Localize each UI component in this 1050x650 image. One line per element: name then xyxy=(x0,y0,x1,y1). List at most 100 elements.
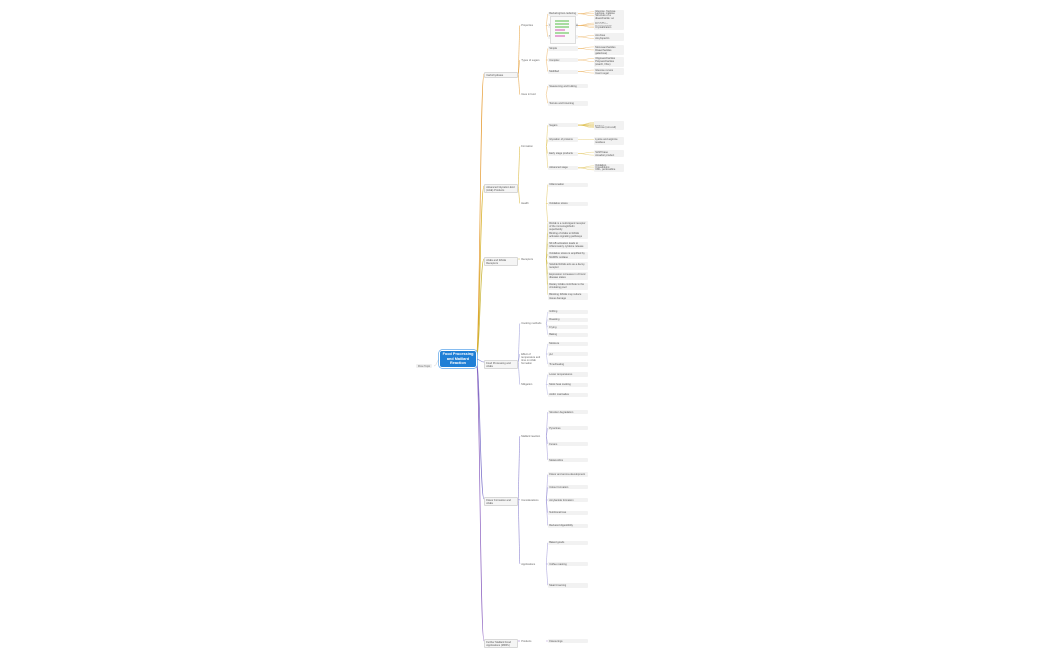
leaf-topic[interactable]: Amylose xyxy=(594,33,624,38)
detail-topic[interactable]: Flavor and aroma development xyxy=(548,472,588,477)
detail-topic[interactable]: Texture and browning xyxy=(548,101,588,106)
subtopic[interactable]: Properties xyxy=(521,23,534,27)
connector-line xyxy=(545,13,549,26)
detail-topic[interactable]: Grilling xyxy=(548,309,588,315)
detail-topic[interactable]: Time/heating xyxy=(548,362,588,367)
connector-line xyxy=(577,11,595,14)
detail-topic[interactable]: Lower temperatures xyxy=(548,372,588,377)
detail-topic[interactable]: Moisture xyxy=(548,341,588,347)
connector-line xyxy=(475,358,485,363)
detail-topic[interactable]: Sugars xyxy=(548,123,578,128)
detail-topic[interactable]: Coffee roasting xyxy=(548,562,588,567)
detail-topic[interactable]: Melanoidins xyxy=(548,458,588,463)
subtopic[interactable]: Cooking methods xyxy=(521,321,542,325)
subtopic[interactable]: Considerations xyxy=(521,498,539,502)
subtopic[interactable]: Maillard reaction xyxy=(521,434,541,438)
subtopic[interactable]: Effect of temperature and time on AGE fo… xyxy=(521,352,541,365)
detail-topic[interactable]: Oxidative stress is amplified by NADPH o… xyxy=(548,251,588,260)
branch-topic[interactable]: Further Maillard Food Applications (MRPs… xyxy=(484,639,518,649)
detail-topic[interactable]: Baked goods xyxy=(548,540,588,545)
connector-line xyxy=(517,185,521,204)
branch-topic[interactable]: Carbohydrates xyxy=(484,72,518,79)
subtopic[interactable]: Formation xyxy=(521,145,533,149)
connector-line xyxy=(577,153,595,156)
connector-line xyxy=(545,258,549,296)
leaf-topic[interactable]: Polysaccharides (starch, fibre) xyxy=(594,59,624,67)
detail-topic[interactable]: Advanced stage xyxy=(548,165,578,171)
embedded-image-thumbnail[interactable] xyxy=(550,16,576,44)
subtopic[interactable]: Mitigation xyxy=(521,383,533,387)
detail-topic[interactable]: Modified xyxy=(548,69,578,74)
connector-line xyxy=(517,435,521,500)
detail-topic[interactable]: Dietary AGEs contribute to the circulati… xyxy=(548,282,588,290)
detail-topic[interactable]: Nutritional loss xyxy=(548,510,588,516)
connector-line xyxy=(545,25,549,38)
leaf-topic[interactable]: Schiff base xyxy=(594,150,624,155)
leaf-topic[interactable]: Crystallization xyxy=(594,25,624,30)
connector-line xyxy=(545,243,549,260)
connector-line xyxy=(545,203,549,223)
connector-line xyxy=(545,353,549,365)
detail-topic[interactable]: Sweetening and bulking xyxy=(548,84,588,89)
connector-line xyxy=(577,58,595,61)
connector-line xyxy=(545,487,549,501)
detail-topic[interactable]: Oxidative stress xyxy=(548,201,588,206)
detail-topic[interactable]: Reducing/non-reducing xyxy=(548,11,578,17)
detail-topic[interactable]: Strecker degradation xyxy=(548,410,588,415)
connector-line xyxy=(577,69,595,72)
floating-topic[interactable]: Flow Topic xyxy=(416,364,433,368)
detail-topic[interactable]: Furans xyxy=(548,442,588,447)
leaf-topic[interactable]: Amadori product xyxy=(594,153,624,158)
connector-line xyxy=(545,384,549,396)
branch-topic[interactable]: AGEs and RAGE Receptors xyxy=(484,257,518,267)
detail-topic[interactable]: Early stage products xyxy=(548,151,578,156)
detail-topic[interactable]: Expression increases in chronic disease … xyxy=(548,272,588,280)
detail-topic[interactable]: Inflammation xyxy=(548,182,588,187)
leaf-topic[interactable]: Oligosaccharides xyxy=(594,56,624,61)
leaf-topic[interactable]: CML, pentosidine xyxy=(594,167,624,173)
detail-topic[interactable]: Pyrazines xyxy=(548,426,588,431)
leaf-topic[interactable]: Amylopectin xyxy=(594,36,624,41)
subtopic[interactable]: Uses in food xyxy=(521,93,536,97)
connector-line xyxy=(475,185,485,360)
detail-topic[interactable]: Meat browning xyxy=(548,583,588,588)
branch-topic[interactable]: Flavor Formation and AGEs xyxy=(484,497,518,507)
branch-topic[interactable]: Advanced Glycation End (AGE) Products xyxy=(484,184,518,194)
detail-topic[interactable]: Acrylamide formation xyxy=(548,498,588,503)
leaf-topic[interactable]: Glucose syrups xyxy=(594,68,624,73)
detail-topic[interactable]: Colour formation xyxy=(548,485,588,490)
detail-topic[interactable]: Complex xyxy=(548,58,578,63)
subtopic[interactable]: Products xyxy=(521,639,532,643)
subtopic[interactable]: Receptors xyxy=(521,257,534,261)
subtopic[interactable]: Types of sugars xyxy=(521,58,540,62)
detail-topic[interactable]: pH xyxy=(548,352,588,357)
detail-topic[interactable]: NF-kB activation leads to inflammatory c… xyxy=(548,241,588,249)
central-topic[interactable]: Food Processing and Maillard Reaction xyxy=(440,351,476,367)
connector-line xyxy=(475,258,485,360)
connector-line xyxy=(545,253,549,260)
leaf-topic[interactable]: Sucrose (non-red) xyxy=(594,125,624,130)
detail-topic[interactable]: Soluble RAGE acts as a decoy receptor xyxy=(548,262,588,270)
detail-topic[interactable]: Flavourings xyxy=(548,639,588,644)
detail-topic[interactable]: Baking xyxy=(548,332,588,338)
detail-topic[interactable]: Moist heat cooking xyxy=(548,382,588,387)
subtopic[interactable]: Health xyxy=(521,202,529,206)
leaf-topic[interactable]: Disaccharides xyxy=(594,47,624,53)
detail-topic[interactable]: Frying xyxy=(548,325,588,330)
leaf-topic[interactable]: Lysine and arginine residues xyxy=(594,137,624,145)
branch-topic[interactable]: Food Processing and AGEs xyxy=(484,360,518,370)
detail-topic[interactable]: Reduced digestibility xyxy=(548,523,588,528)
detail-topic[interactable]: Binding of AGEs to RAGE activates signal… xyxy=(548,231,588,239)
connector-line xyxy=(577,165,595,169)
leaf-topic[interactable]: Invert sugar xyxy=(594,71,624,76)
detail-topic[interactable]: Blocking RAGE may reduce tissue damage xyxy=(548,292,588,301)
detail-topic[interactable]: Glycation of proteins xyxy=(548,137,578,142)
detail-topic[interactable]: Simple xyxy=(548,46,578,51)
subtopic[interactable]: Applications xyxy=(521,562,536,566)
connector-line xyxy=(545,323,549,336)
connector-line xyxy=(545,374,549,385)
detail-topic[interactable]: Acidic marinades xyxy=(548,392,588,398)
detail-topic[interactable]: RAGE is a multi-ligand receptor of the i… xyxy=(548,221,588,232)
detail-topic[interactable]: Roasting xyxy=(548,317,588,322)
